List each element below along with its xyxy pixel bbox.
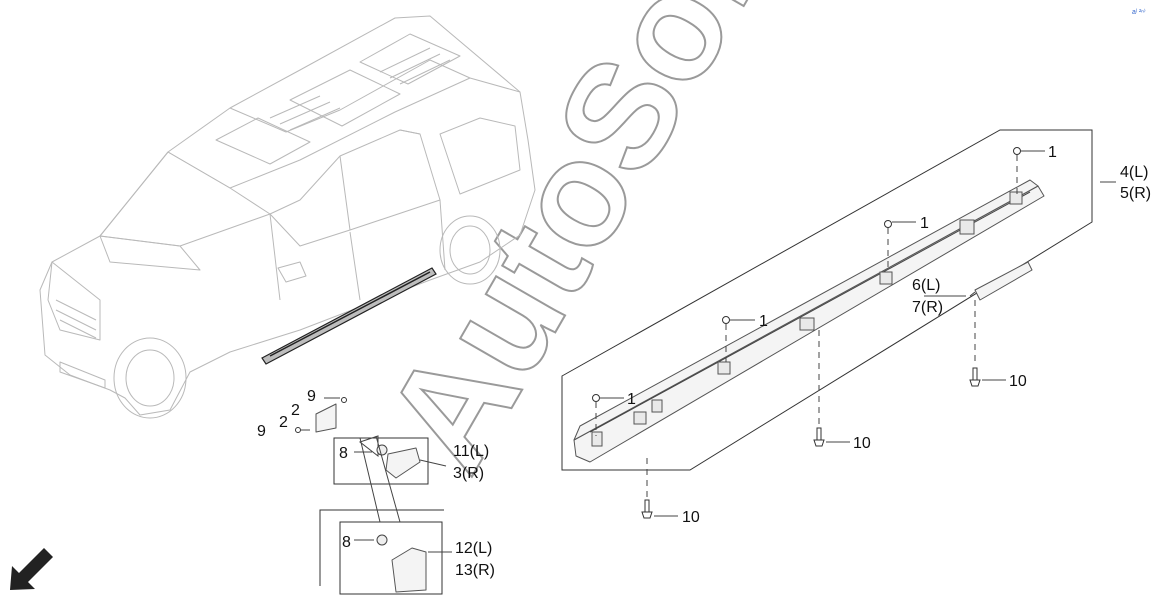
callout-bolt-10: 10	[682, 509, 700, 526]
callout-clip-1: 1	[627, 391, 636, 408]
callout-screw-9: 9	[307, 388, 316, 405]
vehicle-illustration	[39, 15, 536, 419]
callout-sill-right: 5(R)	[1120, 185, 1151, 202]
callout-screw-9: 9	[257, 423, 266, 440]
callout-nut-8: 8	[342, 534, 351, 551]
clip-icon-group	[592, 147, 1021, 402]
callout-clip-1: 1	[1048, 144, 1057, 161]
callout-clip-1: 1	[920, 215, 929, 232]
watermark: AutoSoft	[352, 0, 814, 496]
front-direction-arrow-icon	[10, 548, 53, 590]
callout-moulding-left: 6(L)	[912, 277, 940, 294]
rear-garnish-group	[319, 435, 452, 595]
bolt-icon-group	[641, 367, 981, 519]
bolt-icon	[969, 367, 981, 387]
clip-icon	[884, 220, 892, 228]
callout-garnish-front-left: 11(L)	[453, 443, 489, 460]
callout-garnish-front-right: 3(R)	[453, 465, 484, 482]
corner-mark: aˡ ²ⁿ⁾	[1132, 8, 1146, 16]
callout-bracket-2: 2	[279, 414, 288, 431]
callout-garnish-rear-left: 12(L)	[455, 540, 492, 557]
bolt-icon	[641, 499, 653, 519]
callout-bracket-2: 2	[291, 402, 300, 419]
callout-bolt-10: 10	[1009, 373, 1027, 390]
callout-sill-left: 4(L)	[1120, 164, 1148, 181]
bolt-icon	[813, 427, 825, 447]
sill-assembly-frame	[561, 129, 1093, 471]
clip-icon	[722, 316, 730, 324]
callout-labels: 1 1 1 1 4(L) 5(R) 6(L) 7(R) 10 10 10 9 9…	[257, 144, 1151, 579]
callout-clip-1: 1	[759, 313, 768, 330]
callout-bolt-10: 10	[853, 435, 871, 452]
callout-nut-8: 8	[339, 445, 348, 462]
clip-icon	[592, 394, 600, 402]
callout-garnish-rear-right: 13(R)	[455, 562, 495, 579]
side-garnish-part	[974, 261, 1033, 301]
callout-moulding-right: 7(R)	[912, 299, 943, 316]
clip-icon	[1013, 147, 1021, 155]
front-garnish-group	[295, 397, 447, 485]
side-sill-moulding	[573, 179, 1045, 463]
